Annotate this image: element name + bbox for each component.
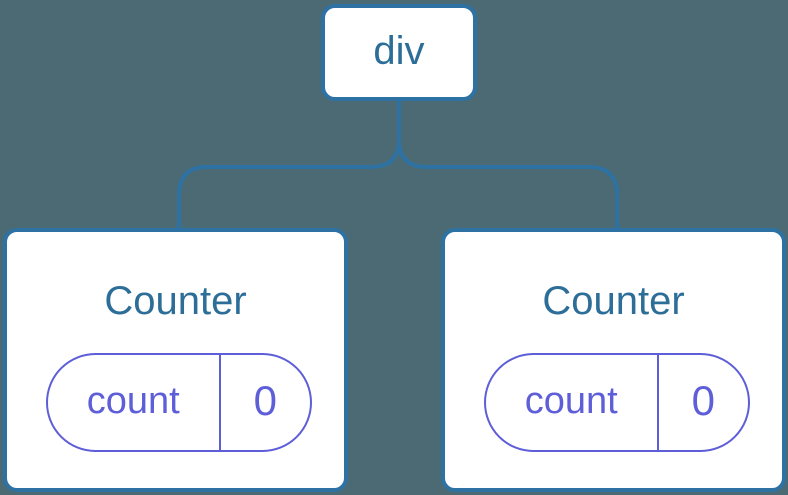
state-value: 0 — [691, 376, 715, 424]
state-pill: count 0 — [484, 353, 750, 452]
state-key-cell: count — [48, 355, 221, 450]
component-title: Counter — [542, 279, 685, 323]
state-key: count — [86, 379, 180, 422]
root-node-label: div — [373, 28, 425, 73]
connector-branch-left — [177, 99, 401, 230]
counter-card-right: Counter count 0 — [441, 228, 786, 492]
state-value: 0 — [253, 376, 277, 424]
state-key: count — [524, 379, 618, 422]
connector-branch-right — [397, 99, 619, 230]
component-title: Counter — [104, 279, 247, 323]
state-key-cell: count — [486, 355, 659, 450]
state-pill: count 0 — [46, 353, 312, 452]
state-value-cell: 0 — [221, 355, 311, 450]
root-node: div — [321, 4, 477, 101]
counter-card-left: Counter count 0 — [3, 228, 348, 492]
state-value-cell: 0 — [659, 355, 749, 450]
